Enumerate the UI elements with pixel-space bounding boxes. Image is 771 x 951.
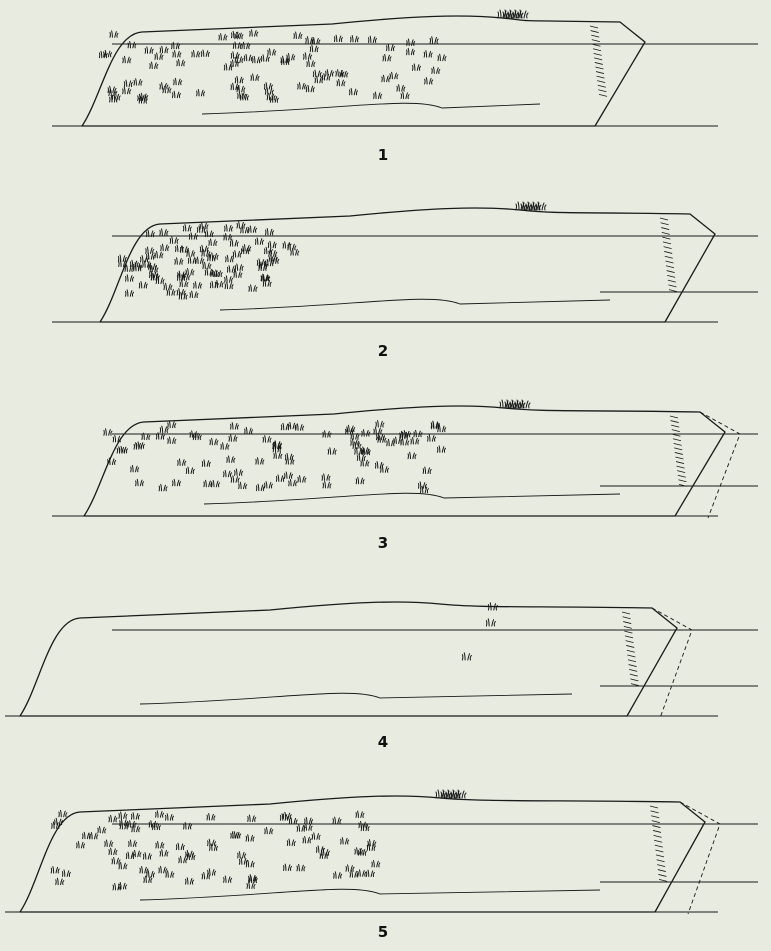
shoreline: [220, 299, 610, 310]
panel-4: 4: [5, 602, 758, 751]
panel-2: 2: [52, 202, 758, 360]
shoreline: [204, 493, 620, 504]
panel-3: 3: [52, 400, 758, 552]
shoreline: [140, 889, 600, 900]
panel-label: 2: [378, 342, 388, 360]
panel-label: 5: [378, 923, 388, 941]
panel-label: 3: [378, 534, 388, 552]
panel-5: 5: [5, 790, 758, 941]
island-outline: [100, 208, 715, 322]
shoreline: [140, 693, 572, 704]
panel-label: 1: [378, 146, 388, 164]
panel-1: 1: [52, 10, 758, 164]
shoreline: [202, 103, 540, 114]
island-outline: [20, 602, 677, 716]
panel-label: 4: [378, 733, 388, 751]
island-outline: [82, 16, 645, 126]
